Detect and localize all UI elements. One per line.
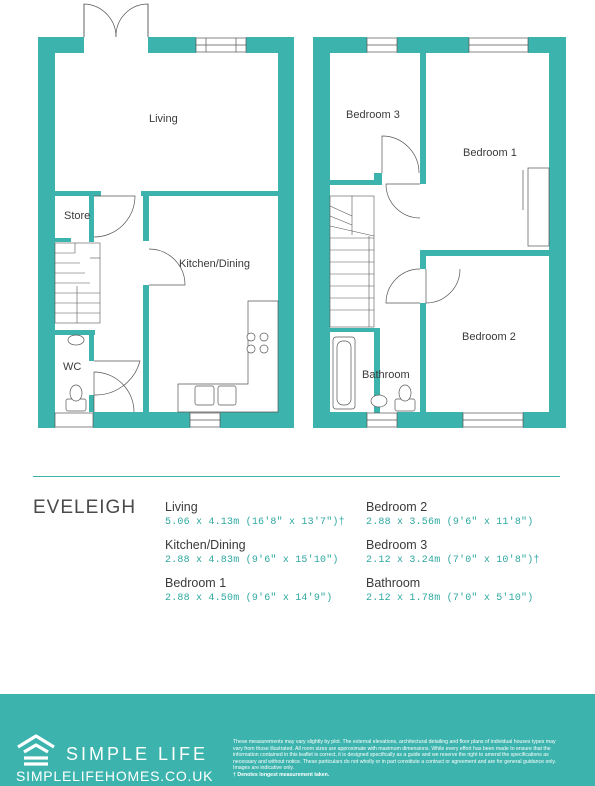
dimension-value: 2.88 x 4.83m (9'6" x 15'10") (165, 555, 339, 566)
ground-floor-walls (38, 37, 294, 428)
dimension-room-name: Bedroom 3 (366, 538, 428, 552)
room-label-bathroom: Bathroom (362, 369, 410, 381)
dimension-value: 5.06 x 4.13m (16'8" x 13'7")† (165, 517, 345, 528)
ground-floor-openings (54, 37, 247, 428)
dimension-value: 2.12 x 3.24m (7'0" x 10'8")† (366, 555, 540, 566)
dimension-bedroom3: Bedroom 3 2.12 x 3.24m (7'0" x 10'8")† (366, 538, 540, 566)
ground-floor-door-swings (83, 3, 186, 413)
first-floor-door-swings (381, 135, 461, 304)
dimension-living: Living 5.06 x 4.13m (16'8" x 13'7")† (165, 500, 345, 528)
room-label-bedroom2: Bedroom 2 (462, 331, 516, 343)
room-label-wc: WC (63, 361, 81, 373)
room-label-kitchen: Kitchen/Dining (179, 258, 250, 270)
wc-fixtures (65, 334, 87, 412)
ground-floor-stairs (54, 242, 101, 324)
section-divider (33, 476, 560, 477)
dimension-value: 2.88 x 3.56m (9'6" x 11'8") (366, 517, 534, 528)
dimension-room-name: Bedroom 2 (366, 500, 428, 514)
dimension-bedroom2: Bedroom 2 2.88 x 3.56m (9'6" x 11'8") (366, 500, 533, 528)
kitchen-fixtures (177, 300, 279, 413)
brand-name: SIMPLE LIFE (66, 744, 209, 764)
property-name: EVELEIGH (33, 497, 137, 518)
disclaimer-text: These measurements may vary slightly by … (233, 739, 557, 771)
wardrobe (522, 167, 550, 247)
room-label-living: Living (149, 113, 178, 125)
dimension-kitchen: Kitchen/Dining 2.88 x 4.83m (9'6" x 15'1… (165, 538, 339, 566)
first-floor-openings (366, 37, 529, 428)
ground-floor-plan: Living Store Kitchen/Dining WC (38, 3, 294, 428)
dimension-value: 2.88 x 4.50m (9'6" x 14'9") (165, 593, 333, 604)
dimension-bathroom: Bathroom 2.12 x 1.78m (7'0" x 5'10") (366, 576, 533, 604)
dimension-value: 2.12 x 1.78m (7'0" x 5'10") (366, 593, 534, 604)
dimension-bedroom1: Bedroom 1 2.88 x 4.50m (9'6" x 14'9") (165, 576, 332, 604)
room-label-bedroom1: Bedroom 1 (463, 147, 517, 159)
disclaimer-note: † Denotes longest measurement taken. (233, 771, 330, 778)
bathroom-fixtures (332, 336, 416, 412)
disclaimer: These measurements may vary slightly by … (233, 739, 563, 778)
house-roof-icon (17, 734, 55, 766)
dimension-room-name: Bedroom 1 (165, 576, 227, 590)
room-label-bedroom3: Bedroom 3 (346, 109, 400, 121)
dimension-room-name: Kitchen/Dining (165, 538, 246, 552)
floor-plans: Living Store Kitchen/Dining WC (38, 3, 566, 428)
footer-band (0, 694, 595, 786)
first-floor-walls (313, 37, 566, 428)
dimension-room-name: Living (165, 500, 198, 514)
dimension-room-name: Bathroom (366, 576, 421, 590)
room-label-store: Store (64, 210, 90, 222)
first-floor-stairs (329, 195, 375, 328)
brand-url-link[interactable]: SIMPLELIFEHOMES.CO.UK (16, 768, 214, 784)
first-floor-plan: Bedroom 3 Bedroom 1 Bedroom 2 Bathroom (313, 37, 566, 428)
